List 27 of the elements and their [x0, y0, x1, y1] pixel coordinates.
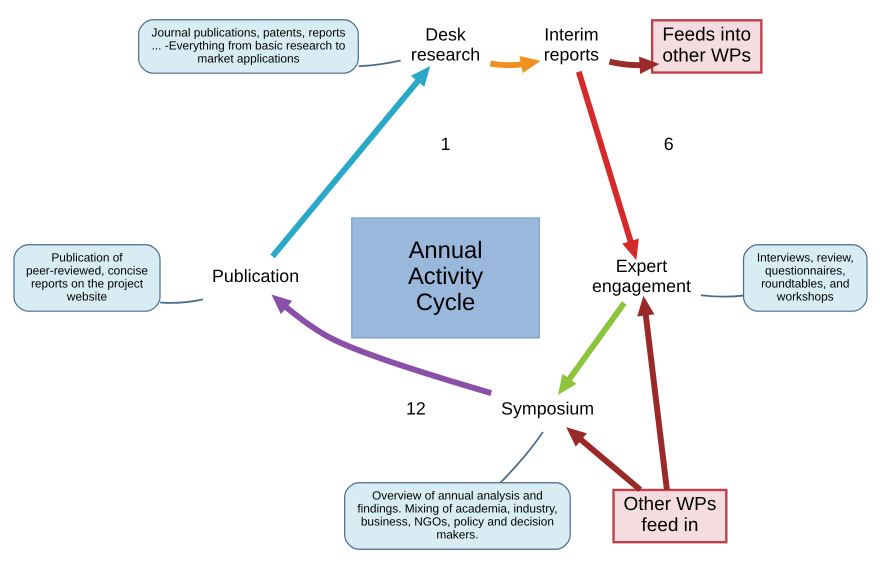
node-box: Other WPs feed in: [612, 488, 728, 544]
label: 12: [405, 398, 426, 418]
node-box: Annual Activity Cycle: [350, 217, 540, 339]
connector: [358, 60, 400, 68]
node-text: Publication: [212, 266, 299, 286]
node-box: Overview of annual analysis and findings. Mixing of academia, industry, business, NGOs, policy and decision makers.: [344, 482, 570, 550]
arrow: [270, 294, 492, 396]
arrow: [489, 56, 540, 74]
label: 1: [440, 134, 450, 154]
node-box: Journal publications, patents, reports ... -Everything from basic research to market applications: [138, 19, 358, 74]
connector: [160, 298, 203, 304]
node-text: Expert engagement: [591, 256, 690, 296]
label: 6: [663, 134, 674, 154]
arrow: [557, 301, 626, 395]
arrow: [566, 427, 642, 492]
node-text: Interim reports: [543, 24, 599, 65]
arrow: [636, 296, 670, 490]
node-text: Desk research: [410, 24, 480, 65]
node-text: Symposium: [500, 398, 594, 418]
node-box: Feeds into other WPs: [650, 19, 762, 74]
arrow: [270, 66, 430, 258]
connector: [499, 431, 544, 484]
node-box: Interviews, review, questionnaires, roundtables, and workshops: [742, 244, 868, 312]
arrow: [608, 56, 659, 74]
connector: [700, 294, 743, 298]
arrow: [575, 70, 638, 260]
node-box: Publication of peer-reviewed, concise reports on the project website: [12, 244, 160, 312]
